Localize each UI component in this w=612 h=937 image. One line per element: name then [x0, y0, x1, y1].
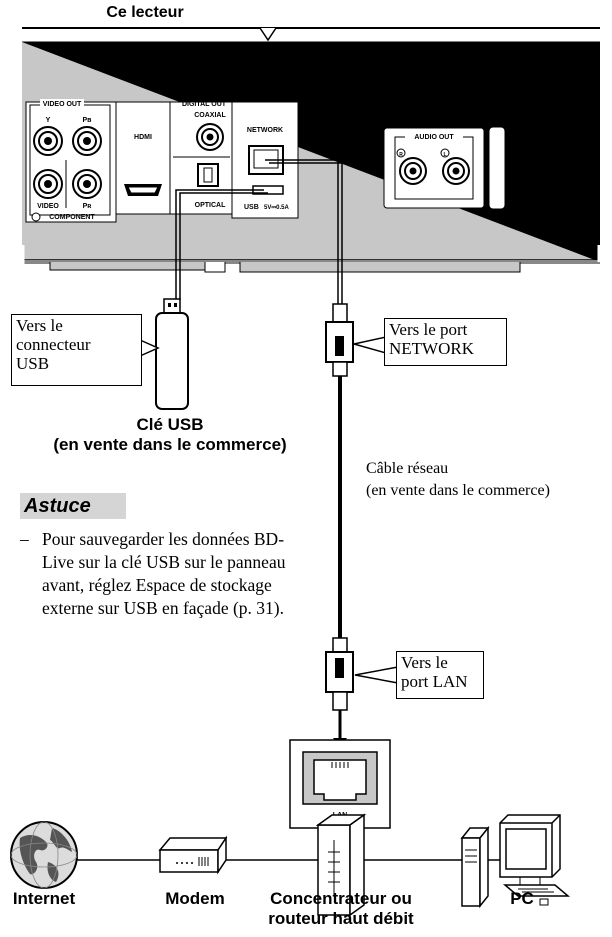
router-icon — [315, 813, 367, 917]
pb-label: Pʙ — [83, 117, 93, 124]
callout-lan-port: Vers le port LAN — [396, 651, 484, 699]
component-label: COMPONENT — [49, 214, 95, 221]
pc-label: PC — [510, 889, 534, 908]
pr-label: Pʀ — [83, 203, 93, 210]
tip-heading: Astuce — [20, 493, 126, 519]
audio-out-label: AUDIO OUT — [414, 134, 454, 141]
video-out-label: VIDEO OUT — [43, 101, 82, 108]
callout-usb-connector: Vers le connecteur USB — [11, 314, 142, 386]
usb-key-icon — [155, 312, 189, 410]
modem-icon — [158, 835, 228, 875]
coaxial-label: COAXIAL — [194, 112, 226, 119]
globe-icon — [10, 821, 78, 889]
router-label: Concentrateur ou routeur haut débit — [268, 889, 414, 928]
player-rear-panel: VIDEO OUT Y Pʙ VIDEO Pʀ COMPONENT HDMI D… — [19, 27, 603, 285]
audio-r-label: R — [399, 152, 403, 158]
pc-icon — [460, 814, 571, 909]
usb-key-label: Clé USB (en vente dans le commerce) — [53, 415, 287, 454]
digital-out-label: DIGITAL OUT — [182, 101, 227, 108]
cable-label: Câble réseau (en vente dans le commerce) — [366, 460, 550, 499]
y-label: Y — [46, 117, 51, 124]
tip-body: Pour sauvegarder les données BD-Live sur… — [42, 529, 286, 618]
usb-power-label: 5V⎓0.5A — [264, 205, 289, 211]
video-label: VIDEO — [37, 203, 59, 210]
audio-l-label: L — [443, 152, 446, 158]
tip-dash: – — [20, 529, 29, 549]
diagram-title: Ce lecteur — [106, 4, 184, 21]
usb-key-assembly — [155, 189, 268, 410]
hdmi-label: HDMI — [134, 134, 152, 141]
internet-label: Internet — [12, 889, 76, 908]
router-lan-panel: LAN — [289, 739, 391, 850]
network-label: NETWORK — [247, 127, 283, 134]
optical-label: OPTICAL — [195, 202, 226, 209]
modem-label: Modem — [165, 889, 225, 908]
callout-network-port: Vers le port NETWORK — [384, 318, 507, 366]
usb-label: USB — [244, 204, 259, 211]
